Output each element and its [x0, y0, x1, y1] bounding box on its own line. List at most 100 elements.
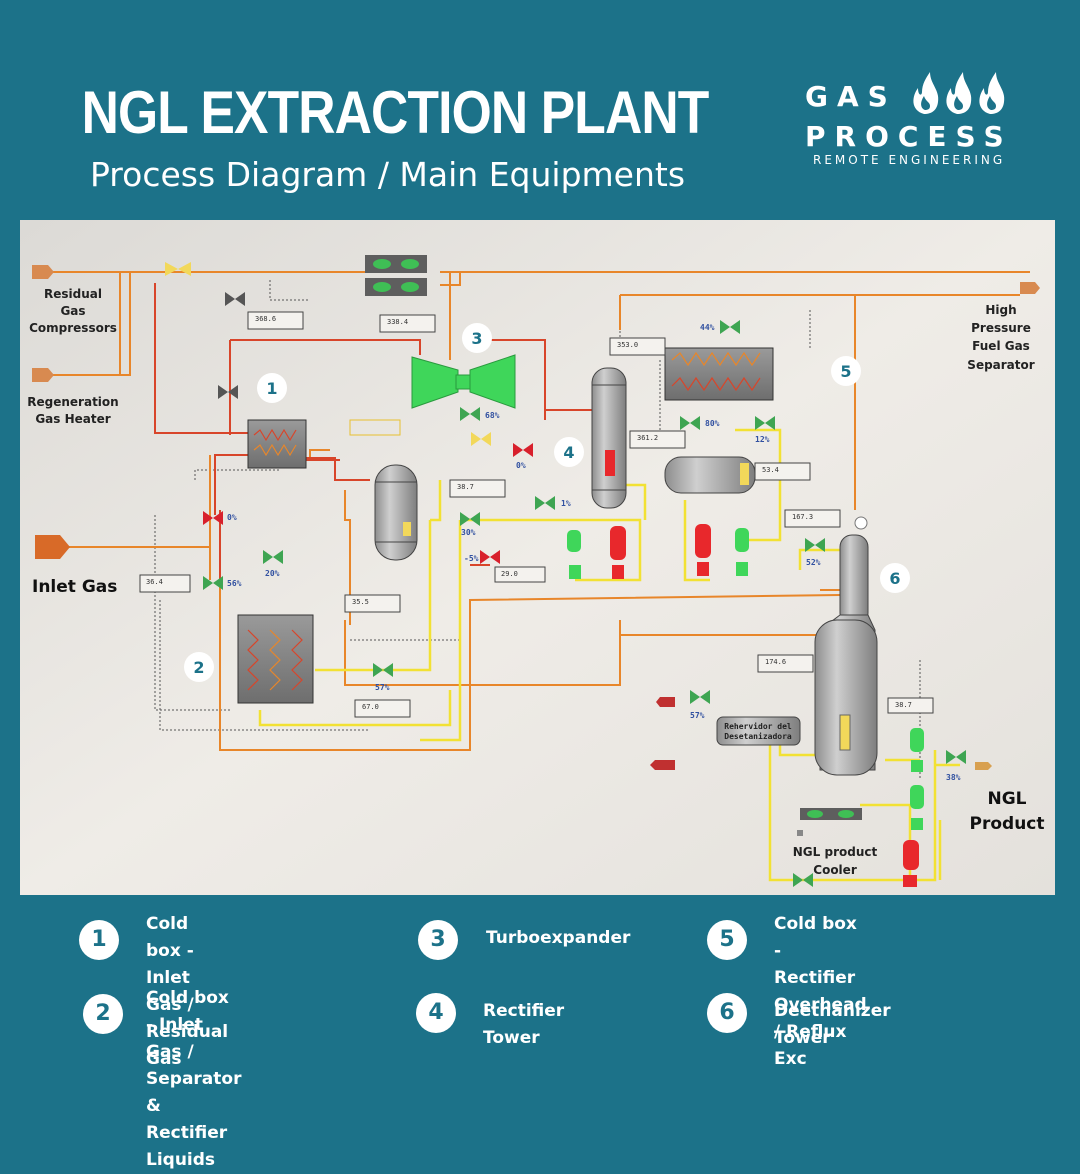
ngl-outlet-arrow	[975, 762, 992, 770]
deethanizer-tower	[814, 534, 878, 776]
gauge-icon	[854, 516, 868, 530]
readout-value: 53.4	[762, 466, 779, 474]
readout-value: 38.7	[895, 701, 912, 709]
rectifier-tower	[591, 367, 627, 509]
process-diagram: Rehervidor del Desetanizadora 0%	[20, 220, 1055, 895]
label-hp-fuel-gas-2: Pressure	[971, 321, 1031, 335]
logo-line-2: PROCESS	[805, 120, 1013, 153]
valve-icon	[373, 663, 393, 677]
readout-value: 29.0	[501, 570, 518, 578]
label-ngl-product-1: NGL	[987, 789, 1026, 809]
marker-5	[831, 356, 861, 386]
valve-pct: 56%	[227, 579, 242, 588]
reboiler-label-1: Rehervidor del	[724, 721, 792, 731]
valve-percent-labels: 0% 56% 20% 57% 68% 0% 1% 30% -5% 44% 80%…	[227, 323, 961, 782]
legend-line: Cold box - Inlet Gas /	[146, 988, 229, 1062]
valve-pct: 52%	[806, 558, 821, 567]
valve-icon	[218, 385, 238, 399]
flame-icon	[946, 72, 972, 114]
label-residual-gas-3: Compressors	[29, 321, 117, 335]
label-hp-fuel-gas-1: High	[985, 303, 1016, 317]
valve-icon	[165, 262, 191, 276]
legend-text: Turboexpander	[486, 925, 630, 952]
valve-pct: 57%	[690, 711, 705, 720]
inlet-gas-arrow	[35, 535, 70, 559]
marker-3-text: 3	[471, 329, 482, 348]
valve-pct: 38%	[946, 773, 961, 782]
label-residual-gas-2: Gas	[60, 304, 85, 318]
fuel-gas-arrow	[1020, 282, 1040, 294]
legend-line: Rectifier Tower	[483, 1001, 565, 1048]
legend-line: Cold box - Rectifier	[774, 914, 857, 988]
readout-value: 35.5	[352, 598, 369, 606]
ngl-product-cooler	[797, 808, 862, 836]
residual-gas-arrow	[32, 265, 54, 279]
flame-icons	[913, 72, 1005, 114]
legend-badge: 3	[418, 920, 458, 960]
control-valves	[165, 262, 966, 887]
legend-line: Overhead / Reflux Exc	[774, 995, 867, 1069]
pump-group	[567, 524, 924, 887]
label-regeneration-2: Gas Heater	[35, 412, 110, 426]
valve-icon	[471, 432, 491, 446]
marker-3	[462, 323, 492, 353]
readout-value: 38.7	[457, 483, 474, 491]
readout-boxes: 368.6 338.4 353.0 36.4 35.5 67.0 38.7 29…	[139, 311, 934, 718]
valve-icon	[460, 512, 480, 526]
valve-icon	[480, 550, 500, 564]
label-inlet-gas: Inlet Gas	[32, 577, 117, 597]
readout-value: 174.6	[765, 658, 786, 666]
legend-badge: 4	[416, 993, 456, 1033]
orange-process-lines	[50, 271, 1030, 751]
label-hp-fuel-gas-3: Fuel Gas	[972, 339, 1030, 353]
separator-vessel	[374, 464, 418, 561]
legend-badge: 5	[707, 920, 747, 960]
valve-icon	[263, 550, 283, 564]
legend-text: Cold box - Inlet Gas / Residual Gas	[146, 911, 228, 1073]
page-title: NGL EXTRACTION PLANT	[81, 79, 710, 146]
marker-6	[880, 563, 910, 593]
valve-icon	[225, 292, 245, 306]
label-hp-fuel-gas-4: Separator	[967, 358, 1034, 372]
turboexpander	[411, 354, 516, 409]
flame-icon	[979, 72, 1005, 114]
legend-badge: 2	[83, 994, 123, 1034]
flame-icon	[913, 72, 939, 114]
legend-line: Turboexpander	[486, 928, 631, 948]
marker-2-text: 2	[193, 658, 204, 677]
equipment-labels: Residual Gas Compressors Regeneration Ga…	[27, 287, 1044, 877]
legend-text: Cold box - Rectifier Overhead / Reflux E…	[774, 911, 867, 1073]
reboiler-label-2: Desetanizadora	[724, 731, 792, 741]
valve-icon	[513, 443, 533, 457]
readout-value: 167.3	[792, 513, 813, 521]
yellow-liquid-lines	[258, 428, 960, 882]
logo-tagline: REMOTE ENGINEERING	[813, 153, 1006, 167]
label-ngl-cooler-2: Cooler	[813, 863, 857, 877]
valve-pct: 1%	[561, 499, 571, 508]
label-ngl-cooler-1: NGL product	[793, 845, 878, 859]
red-process-lines	[154, 283, 595, 580]
cold-box-1	[247, 419, 307, 469]
valve-pct: 68%	[485, 411, 500, 420]
valve-pct: -5%	[464, 554, 479, 563]
valve-pct: 0%	[516, 461, 526, 470]
readout-value: 36.4	[146, 578, 163, 586]
valve-icon	[460, 407, 480, 421]
legend-text: Deethanizer Tower	[774, 998, 891, 1052]
marker-1	[257, 373, 287, 403]
valve-icon	[680, 416, 700, 430]
legend-line: Cold box - Inlet Gas /	[146, 914, 194, 1015]
marker-4	[554, 437, 584, 467]
valve-pct: 0%	[227, 513, 237, 522]
rectifier-cold-box	[664, 347, 774, 401]
cold-box-2	[237, 614, 314, 704]
legend-line: Liquids	[146, 1150, 216, 1170]
label-ngl-product-2: Product	[970, 814, 1045, 834]
reflux-drum	[664, 456, 756, 494]
valve-icon	[203, 576, 223, 590]
reboiler: Rehervidor del Desetanizadora	[716, 716, 801, 746]
reboiler-out-arrow	[650, 760, 675, 770]
valve-icon	[203, 511, 223, 525]
reboiler-in-arrow	[656, 697, 675, 707]
label-residual-gas-1: Residual	[44, 287, 102, 301]
